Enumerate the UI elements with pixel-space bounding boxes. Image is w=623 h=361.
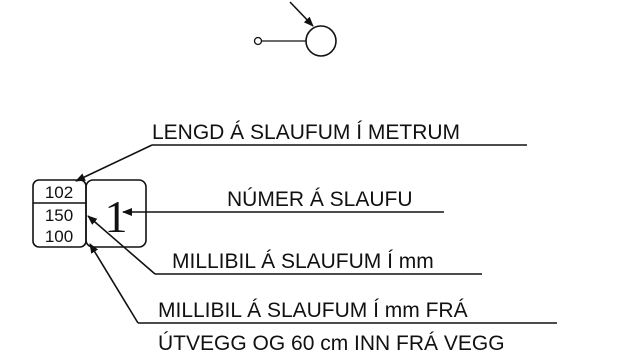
label-spacing: MILLIBIL Á SLAUFUM Í mm	[172, 250, 434, 273]
symbol-arrow	[289, 1, 314, 27]
label-outer-line1: MILLIBIL Á SLAUFUM Í mm FRÁ	[158, 299, 468, 322]
sensor-symbol	[253, 1, 337, 57]
number-box-frame	[85, 179, 147, 248]
code-box-bottom-value: 100	[45, 227, 73, 246]
code-box: 102 150 100	[32, 179, 87, 248]
label-outer-leader	[89, 243, 139, 324]
loop-number: 1	[105, 191, 128, 242]
small-circle	[253, 36, 263, 46]
label-number: NÚMER Á SLAUFU	[227, 188, 413, 211]
label-length: LENGD Á SLAUFUM Í METRUM	[152, 121, 460, 144]
code-box-top-value: 102	[45, 183, 73, 202]
large-circle	[305, 25, 337, 57]
code-box-middle-value: 150	[45, 206, 73, 225]
number-box: 1	[85, 179, 147, 248]
label-spacing-leader	[87, 215, 156, 275]
label-length-leader	[75, 144, 153, 182]
label-outer-line2: ÚTVEGG OG 60 cm INN FRÁ VEGG	[158, 332, 505, 355]
